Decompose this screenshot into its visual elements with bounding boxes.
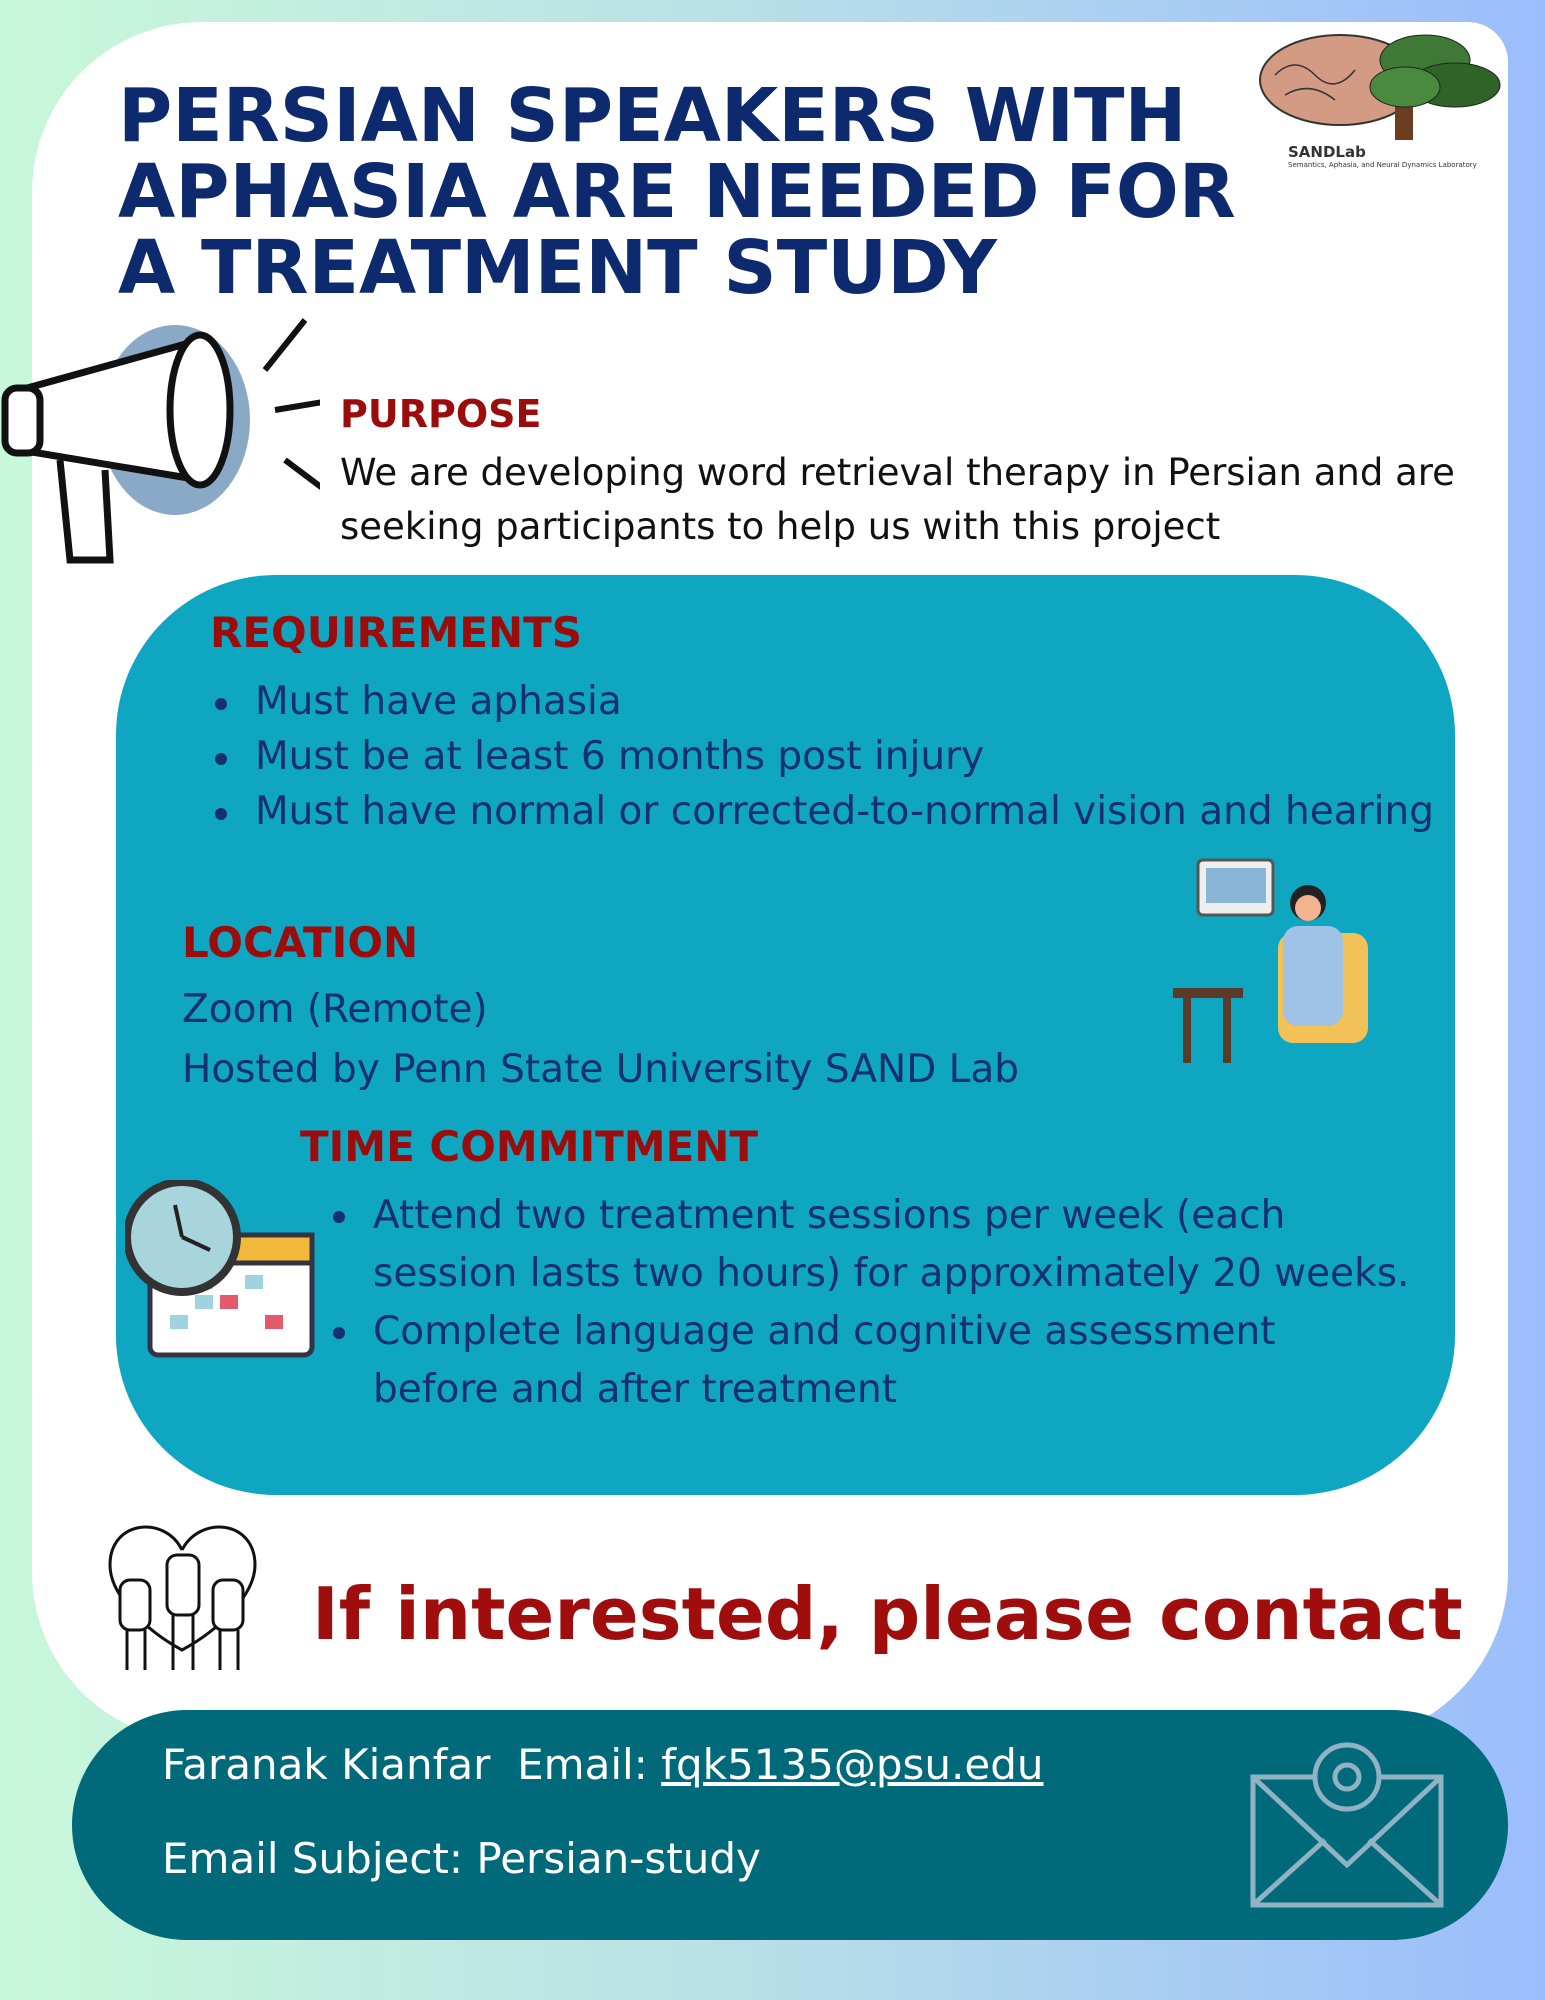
requirements-heading: REQUIREMENTS [210, 608, 583, 657]
sandlab-logo [1255, 25, 1505, 175]
time-commitment-list: Attend two treatment sessions per week (… [333, 1187, 1413, 1419]
contact-name: Faranak Kianfar [162, 1740, 491, 1789]
list-item: Must have aphasia [215, 674, 1445, 729]
location-text: Zoom (Remote) Hosted by Penn State Unive… [182, 980, 1019, 1100]
location-line: Zoom (Remote) [182, 987, 488, 1032]
email-label: Email: [517, 1740, 648, 1789]
megaphone-icon [0, 310, 336, 584]
contact-footer [72, 1710, 1508, 1940]
requirements-list: Must have aphasia Must be at least 6 mon… [215, 674, 1445, 839]
contact-line: Faranak Kianfar Email: fqk5135@psu.edu [162, 1740, 1043, 1789]
list-item: Must be at least 6 months post injury [215, 729, 1445, 784]
clock-calendar-icon [123, 1178, 320, 1364]
raised-hands-heart-icon [105, 1520, 260, 1679]
time-commitment-heading: TIME COMMITMENT [300, 1122, 759, 1171]
purpose-heading: PURPOSE [340, 392, 542, 436]
page-title: PERSIAN SPEAKERS WITH APHASIA ARE NEEDED… [118, 73, 1236, 311]
purpose-text: We are developing word retrieval therapy… [340, 451, 1455, 548]
email-link[interactable]: fqk5135@psu.edu [661, 1740, 1044, 1789]
logo-subtitle: Semantics, Aphasia, and Neural Dynamics … [1288, 161, 1477, 169]
list-item: Must have normal or corrected-to-normal … [215, 784, 1445, 839]
email-subject: Email Subject: Persian-study [162, 1834, 761, 1883]
list-item: Complete language and cognitive assessme… [333, 1303, 1413, 1419]
remote-worker-illustration [1168, 858, 1378, 1072]
location-line: Hosted by Penn State University SAND Lab [182, 1047, 1020, 1092]
location-heading: LOCATION [182, 918, 419, 967]
contact-call-to-action: If interested, please contact [312, 1572, 1463, 1656]
list-item: Attend two treatment sessions per week (… [333, 1187, 1413, 1303]
details-panel [116, 575, 1455, 1495]
logo-name: SANDLab [1288, 143, 1366, 161]
email-envelope-icon [1250, 1740, 1445, 1914]
